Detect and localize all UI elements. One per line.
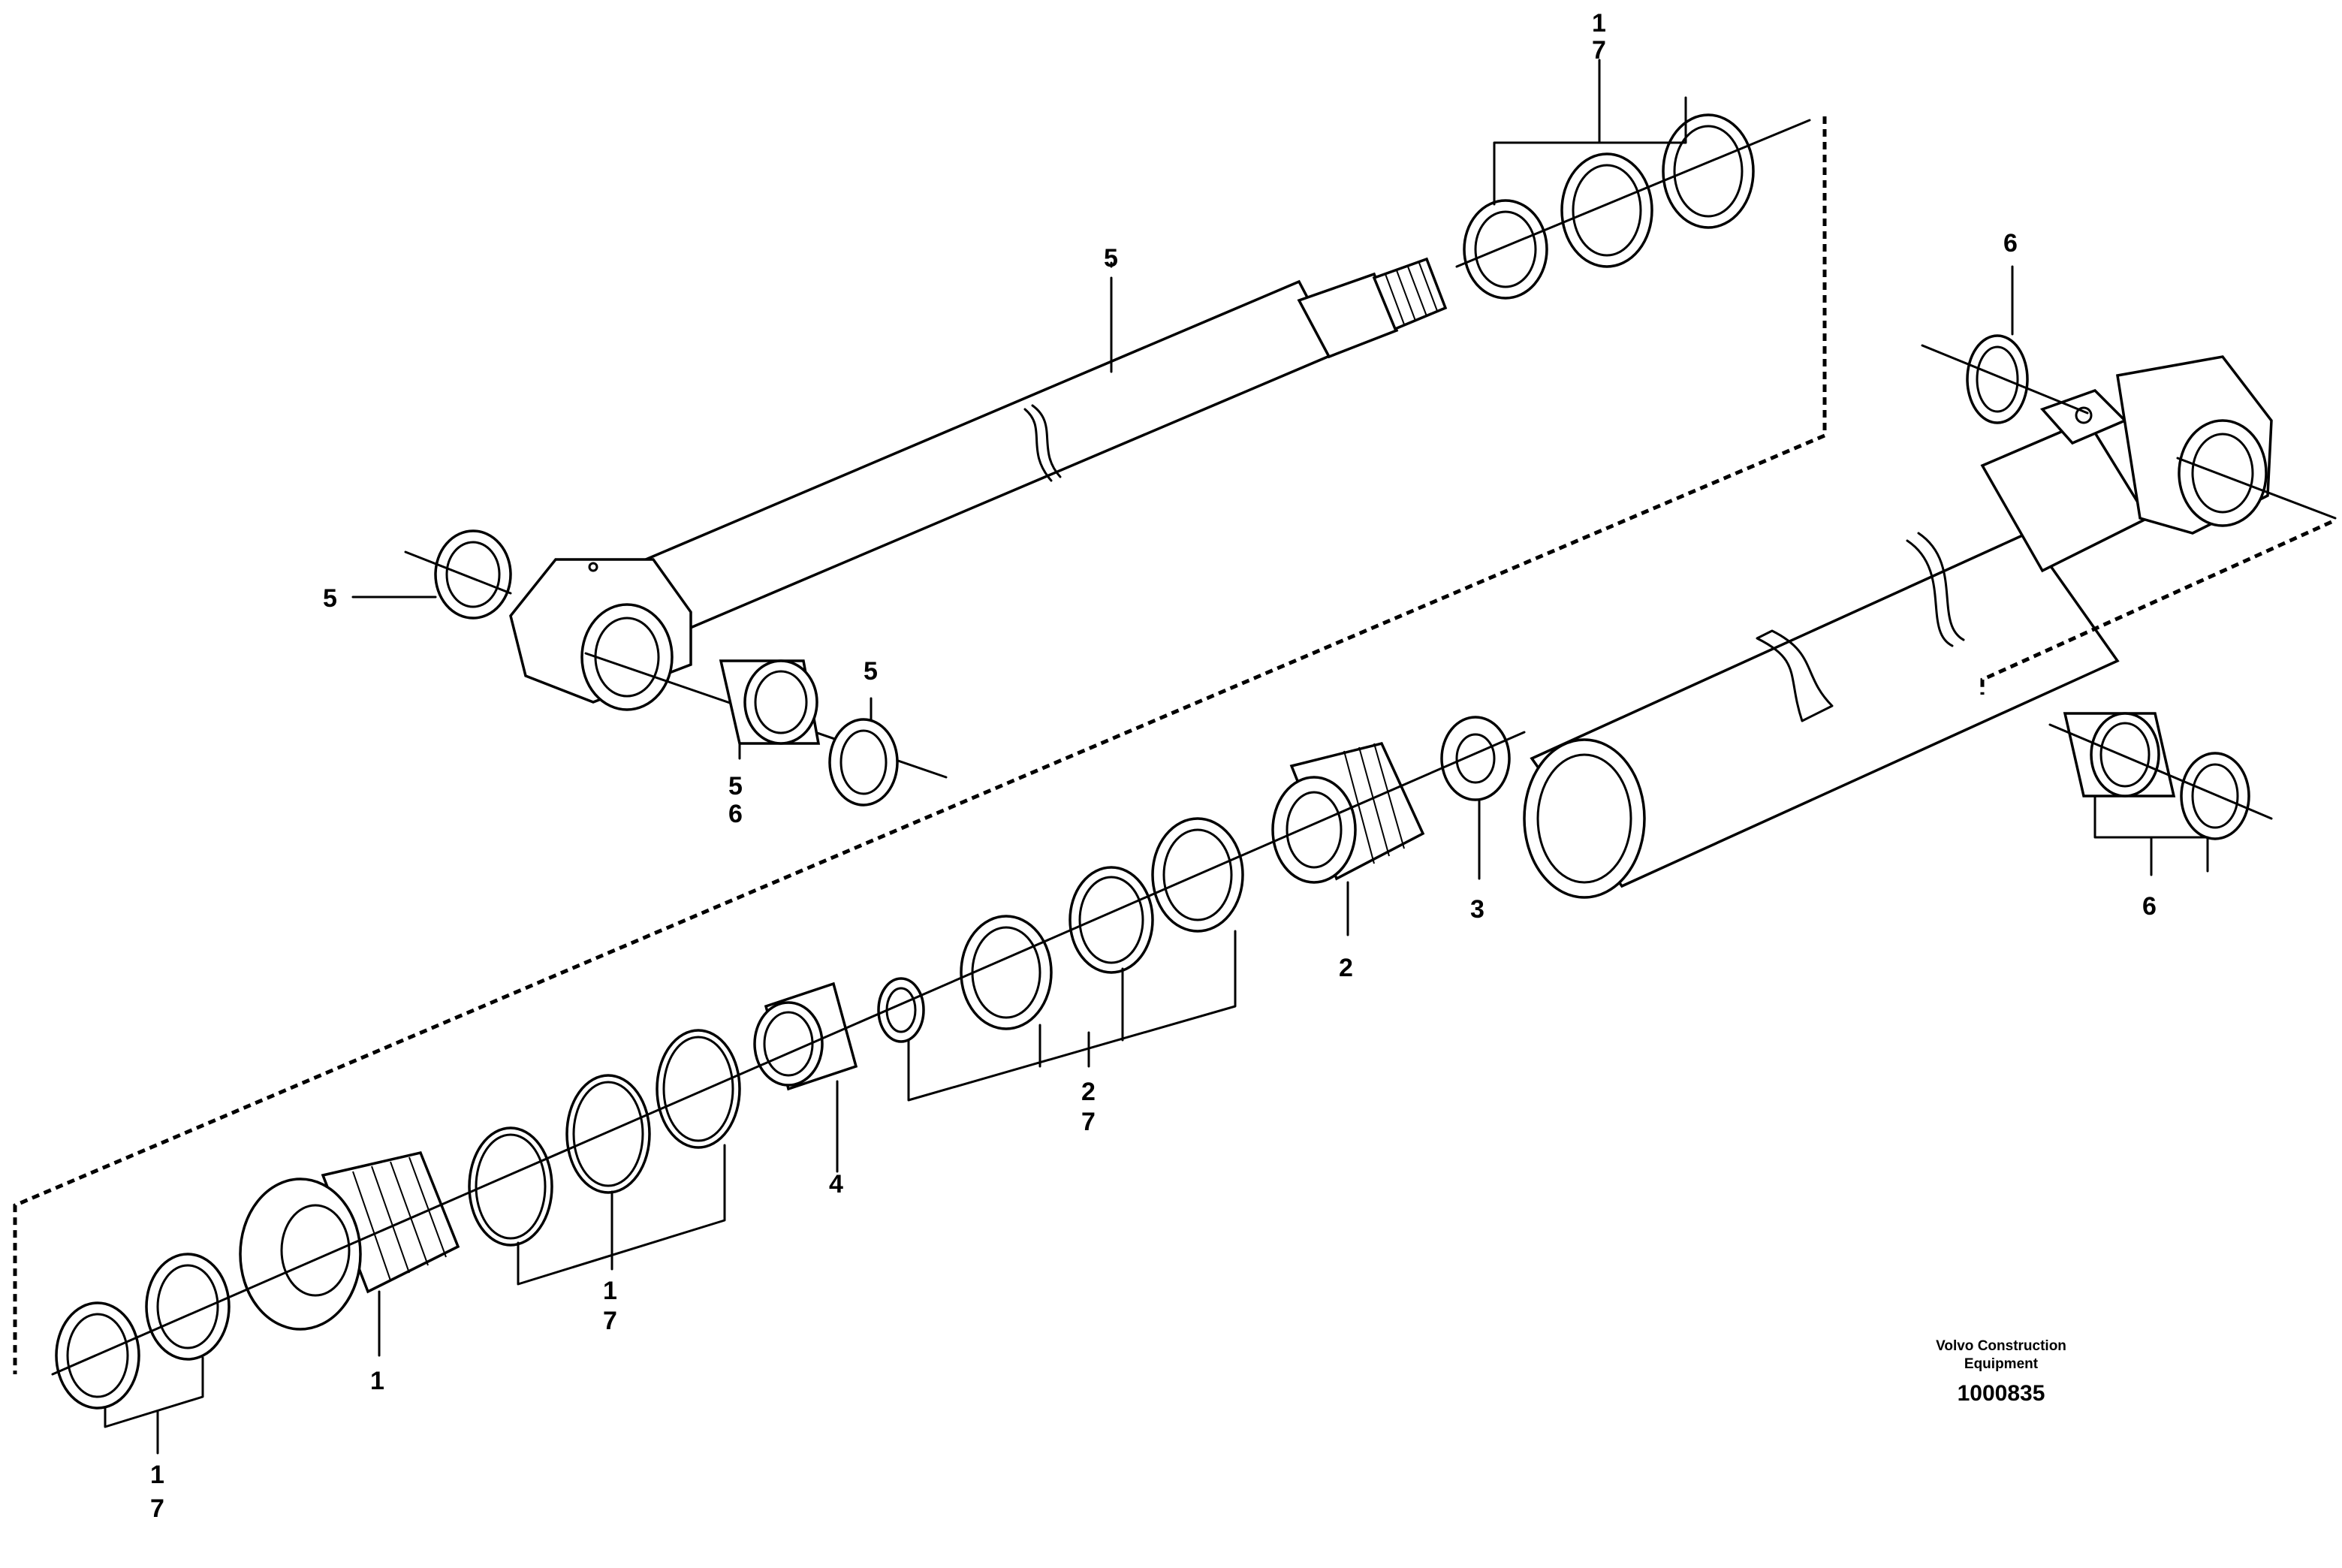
rod-break [1023,408,1053,482]
callout-label: 7 [1592,36,1606,65]
callout-label: 6 [728,800,743,828]
callout-label: 5 [1104,244,1118,273]
assembly-link-line-1 [13,116,1827,1374]
assembly-link-line-2 [1980,520,2333,695]
callout-label: 6 [2142,892,2157,921]
callout-label: 5 [864,657,878,686]
cylinder-tube [1523,355,2337,899]
rod-thread [1372,257,1448,331]
rod-shoulder [1297,272,1399,359]
callout-label: 3 [1470,895,1484,924]
cylinder-head [239,1150,460,1331]
credit-line-1: Volvo Construction [1936,1338,2066,1354]
stack-axis [51,731,1526,1376]
callout-label: 7 [1081,1108,1096,1136]
o-rings [468,1029,741,1247]
callout-label: 2 [1081,1078,1096,1106]
rod-bushing [719,659,899,807]
lock-nut [1440,716,1511,801]
callout-label: 1 [150,1461,164,1489]
cylinder-eye-seal-top [1921,334,2089,424]
credit-line-2: Equipment [1964,1356,2039,1372]
piston-rod [644,279,1339,633]
cylinder-bushing [2048,712,2273,840]
piston-rod-assembly [509,257,1448,779]
drawing-number: 1000835 [1958,1381,2045,1406]
callout-label: 5 [728,772,743,801]
callout-label: 1 [603,1277,617,1305]
callout-label: 1 [1592,9,1606,38]
callout-label: 7 [603,1307,617,1335]
rod-eye-seal-left [404,529,512,620]
piston [1271,741,1425,884]
callout-label: 5 [323,584,337,613]
piston-seal-rings [877,817,1244,1043]
callout-label: 1 [370,1367,384,1395]
leader-lines [104,59,2209,1455]
callout-label: 6 [2003,229,2018,258]
callout-label: 4 [829,1170,843,1199]
callout-label: 7 [150,1494,164,1523]
spacer-sleeve [753,982,858,1091]
callout-label: 2 [1339,954,1353,982]
